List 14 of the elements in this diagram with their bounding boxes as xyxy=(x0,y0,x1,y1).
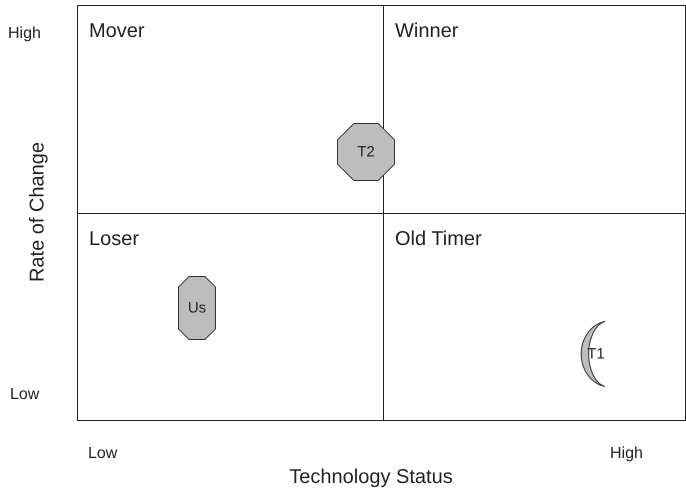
axis-title: Rate of Change xyxy=(26,142,50,282)
quadrant-title: Loser xyxy=(89,228,140,251)
quadrant-title: Mover xyxy=(89,20,145,43)
axis-tick-label: Low xyxy=(88,445,118,463)
marker-label: Us xyxy=(186,300,208,316)
axis-tick-label: Low xyxy=(10,386,40,404)
quadrant-title: Winner xyxy=(395,20,458,43)
axis-tick-label: High xyxy=(610,445,643,463)
marker-label: T2 xyxy=(356,144,376,160)
axis-tick-label: High xyxy=(8,25,41,43)
axis-title: Technology Status xyxy=(289,466,453,489)
quadrant-panel xyxy=(383,213,686,421)
quadrant-title: Old Timer xyxy=(395,228,482,251)
quadrant-panel xyxy=(77,213,384,421)
